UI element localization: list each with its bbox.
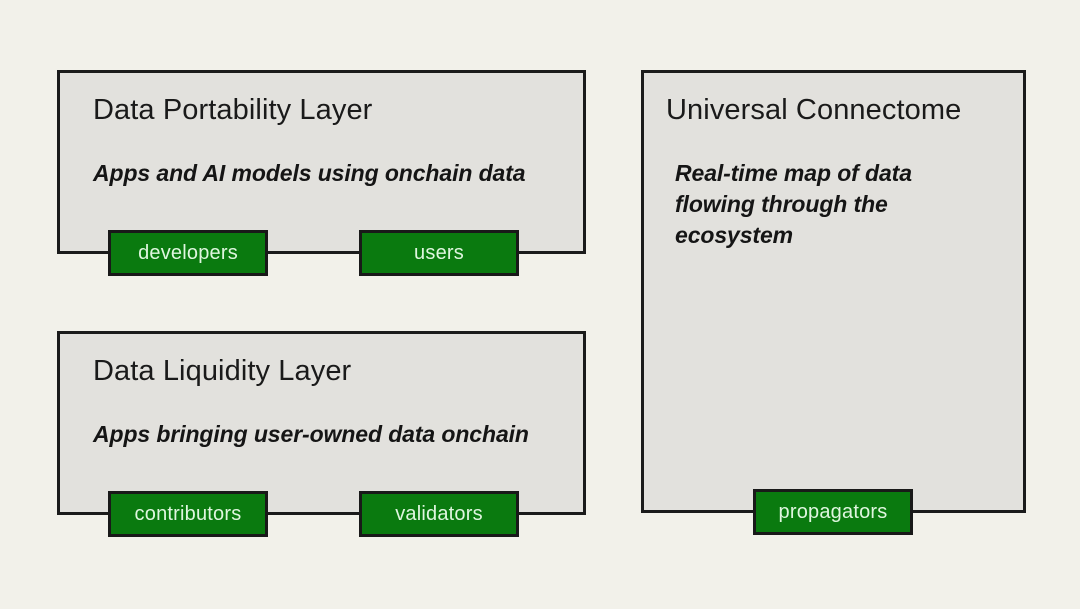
panel-title-data-liquidity-layer: Data Liquidity Layer [93,355,352,387]
role-chip-propagators[interactable]: propagators [753,489,913,535]
panel-title-data-portability-layer: Data Portability Layer [93,94,373,126]
panel-subtitle-data-liquidity-layer: Apps bringing user-owned data onchain [93,421,529,447]
panel-title-universal-connectome: Universal Connectome [666,94,962,126]
panel-universal-connectome: Universal Connectome Real-time map of da… [641,70,1026,513]
role-chip-validators[interactable]: validators [359,491,519,537]
panel-subtitle-data-portability-layer: Apps and AI models using onchain data [93,160,526,186]
role-chip-contributors[interactable]: contributors [108,491,268,537]
panel-subtitle-universal-connectome: Real-time map of data flowing through th… [675,160,912,249]
panel-data-liquidity-layer: Data Liquidity Layer Apps bringing user-… [57,331,586,515]
panel-data-portability-layer: Data Portability Layer Apps and AI model… [57,70,586,254]
role-chip-users[interactable]: users [359,230,519,276]
role-chip-developers[interactable]: developers [108,230,268,276]
